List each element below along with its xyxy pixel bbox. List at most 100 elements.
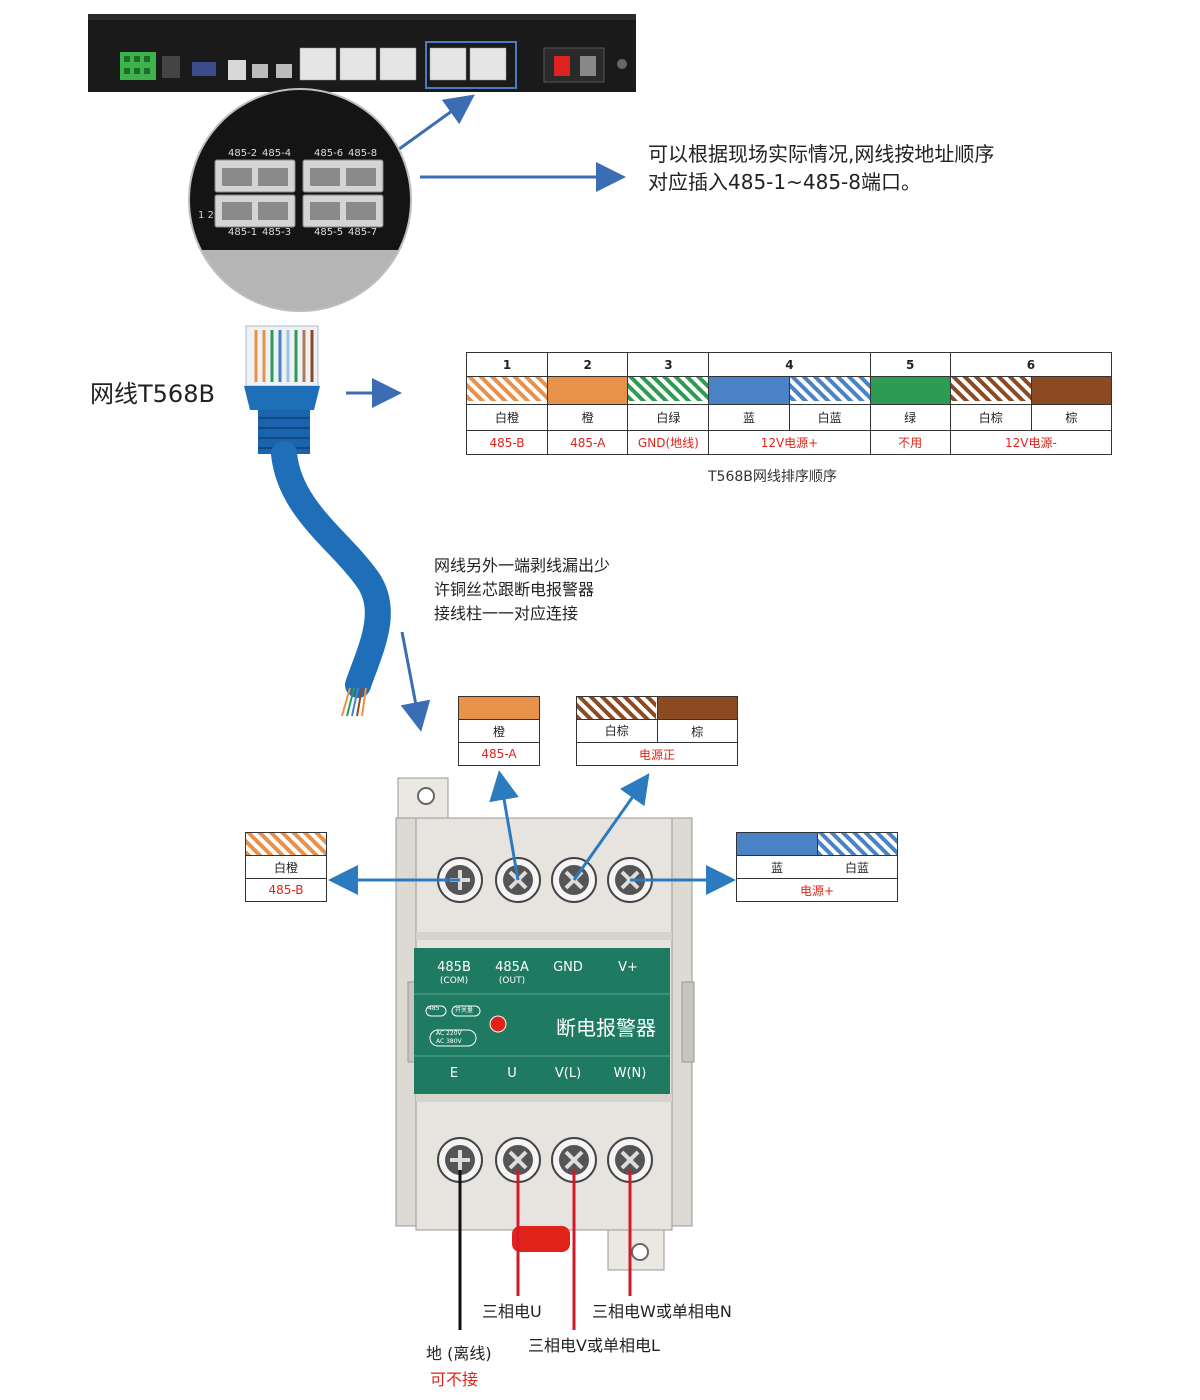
zoom-pointer-arrow [394, 94, 475, 154]
color-name-white-blue: 白蓝 [788, 404, 871, 431]
zoom-label-485-7: 485-7 [348, 227, 378, 238]
stripped-wires [341, 687, 367, 717]
instruction-line-1: 可以根据现场实际情况,网线按地址顺序 [648, 142, 995, 166]
function-12v-minus: 12V电源- [949, 430, 1113, 455]
function-gnd: GND(地线) [627, 430, 710, 455]
badge-ac380: AC 380V [436, 1038, 462, 1045]
callout-white-orange: 白橙 485-B [245, 832, 327, 902]
wire-label-ground-note: 可不接 [430, 1370, 479, 1389]
instruction-line-2: 对应插入485-1~485-8端口。 [648, 170, 921, 194]
zoom-side-label: 1 2 [198, 210, 214, 221]
status-led [489, 1015, 507, 1033]
terminal-label-vplus: V+ [618, 960, 638, 975]
callout-blue-color-1: 蓝 [770, 860, 783, 875]
callout-white-orange-swatch [246, 833, 326, 856]
callout-white-orange-function: 485-B [268, 883, 304, 897]
swatch-white-brown [949, 376, 1032, 405]
wire-arrow-485a [489, 770, 520, 881]
color-name-blue: 蓝 [708, 404, 790, 431]
din-rail-clip [512, 1226, 570, 1252]
wire-label-w: 三相电W或单相电N [592, 1302, 732, 1321]
pair-number-5: 5 [869, 352, 951, 377]
instruction-bottom-line-2: 许铜丝芯跟断电报警器 [434, 580, 595, 599]
function-485b: 485-B [466, 430, 548, 455]
wire-label-u: 三相电U [482, 1302, 542, 1321]
color-name-white-green: 白绿 [627, 404, 710, 431]
callout-blue-color-2: 白蓝 [844, 860, 869, 875]
swatch-brown [1030, 376, 1113, 405]
terminal-sub-485a: (OUT) [498, 976, 526, 986]
gateway-device [88, 14, 636, 92]
callout-brown-hatch-swatch [577, 697, 658, 719]
wire-arrow-gnd [572, 773, 650, 881]
cable-label: 网线T568B [90, 380, 215, 408]
wire-label-ground: 地 (离线) [426, 1344, 492, 1363]
callout-blue: 蓝 白蓝 电源+ [736, 832, 898, 902]
badge-485: 485 [428, 1005, 440, 1012]
function-unused: 不用 [869, 430, 951, 455]
callout-blue-solid-swatch [737, 833, 818, 855]
zoom-label-485-5: 485-5 [314, 227, 344, 238]
usb-port [228, 60, 246, 80]
terminal-label-vl: V(L) [554, 1066, 582, 1081]
callout-brown-function: 电源正 [638, 747, 675, 762]
pair-number-3: 3 [627, 352, 710, 377]
terminal-label-u: U [507, 1066, 517, 1081]
sim-card-slot [162, 56, 180, 78]
pair-number-4: 4 [708, 352, 871, 377]
instruction-bottom-line-3: 接线柱一一对应连接 [434, 604, 579, 623]
terminal-sub-485b: (COM) [439, 976, 469, 986]
pair-number-1: 1 [466, 352, 548, 377]
callout-orange-color: 橙 [492, 724, 505, 739]
instruction-bottom-line-1: 网线另外一端剥线漏出少 [434, 556, 611, 575]
terminal-label-485b: 485B [437, 960, 471, 975]
zoom-label-485-8: 485-8 [348, 148, 378, 159]
callout-orange: 橙 485-A [458, 696, 540, 766]
function-12v-plus: 12V电源+ [708, 430, 871, 455]
callout-brown-color-2: 棕 [691, 724, 704, 739]
function-485a: 485-A [546, 430, 629, 455]
swatch-blue [708, 376, 790, 405]
callout-orange-swatch [459, 697, 539, 720]
highlighted-485-ports [425, 41, 517, 89]
t568b-caption: T568B网线排序顺序 [708, 469, 837, 485]
zoom-label-485-1: 485-1 [228, 227, 258, 238]
wire-label-v: 三相电V或单相电L [528, 1336, 660, 1355]
color-name-brown: 棕 [1030, 404, 1113, 431]
bottom-screws [437, 1137, 653, 1183]
t568b-table: 1 2 3 4 5 6 白橙 橙 白绿 蓝 白蓝 绿 白棕 棕 485-B 48… [466, 352, 1113, 455]
swatch-white-orange [466, 376, 548, 405]
pair-number-6: 6 [949, 352, 1113, 377]
zoom-label-485-2: 485-2 [228, 148, 258, 159]
callout-brown-color-1: 白棕 [577, 720, 658, 742]
network-cable [271, 441, 391, 698]
vga-port [192, 62, 216, 76]
callout-blue-hatch-swatch [817, 833, 898, 855]
pair-number-2: 2 [546, 352, 629, 377]
terminal-label-e: E [449, 1066, 459, 1081]
swatch-white-green [627, 376, 710, 405]
callout-orange-function: 485-A [481, 747, 517, 761]
zoom-label-485-4: 485-4 [262, 148, 292, 159]
swatch-green [869, 376, 951, 405]
callout-white-orange-color: 白橙 [273, 860, 298, 875]
callout-blue-function: 电源+ [799, 883, 835, 898]
zoom-circle [188, 88, 412, 312]
badge-switch: 开关量 [455, 1007, 474, 1014]
color-name-white-brown: 白棕 [949, 404, 1032, 431]
zoom-label-485-3: 485-3 [262, 227, 292, 238]
terminal-label-485a: 485A [495, 960, 529, 975]
device-title: 断电报警器 [556, 1016, 656, 1040]
terminal-label-gnd: GND [553, 960, 583, 975]
rj45-plug [244, 325, 320, 454]
badge-ac220: AC 220V [436, 1030, 462, 1037]
color-name-green: 绿 [869, 404, 951, 431]
terminal-label-wn: W(N) [613, 1066, 647, 1081]
callout-brown-solid-swatch [657, 697, 737, 719]
swatch-orange [546, 376, 629, 405]
color-name-orange: 橙 [546, 404, 629, 431]
color-name-white-orange: 白橙 [466, 404, 548, 431]
device-arrow [400, 631, 431, 732]
callout-brown: 白棕 棕 电源正 [576, 696, 738, 766]
